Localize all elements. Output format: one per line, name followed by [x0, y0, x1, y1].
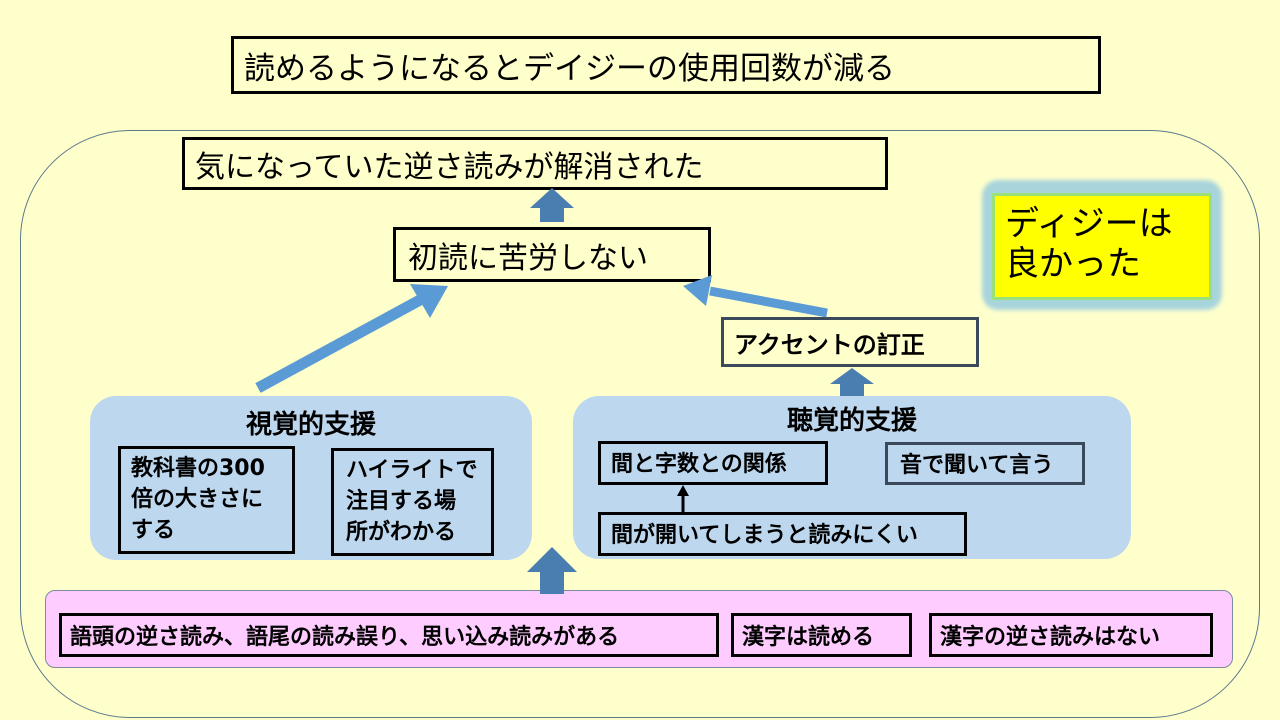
observation-item: 漢字は読める: [731, 613, 912, 657]
accent-correction-text: アクセントの訂正: [734, 330, 925, 359]
slide-title: 読めるようになるとデイジーの使用回数が減る: [231, 36, 1101, 94]
visual-support-item: 教科書の300 倍の大きさに する: [118, 446, 295, 554]
first-read-text: 初読に苦労しない: [408, 240, 648, 276]
auditory-support-item: 間が開いてしまうと読みにくい: [598, 512, 967, 556]
observation-text: 漢字は読める: [742, 625, 875, 650]
first-read-box: 初読に苦労しない: [393, 227, 711, 282]
observation-item: 漢字の逆さ読みはない: [929, 613, 1213, 657]
observation-text: 漢字の逆さ読みはない: [940, 625, 1161, 650]
observation-text: 語頭の逆さ読み、語尾の読み誤り、思い込み読みがある: [70, 625, 620, 650]
outer-frame: [20, 130, 1260, 718]
daisy-note: ディジーは 良かった: [992, 193, 1212, 300]
visual-support-item: ハイライトで 注目する場 所がわかる: [331, 448, 494, 556]
auditory-support-title: 聴覚的支援: [786, 406, 917, 436]
auditory-support-item: 間と字数との関係: [598, 441, 828, 485]
goal-text: 気になっていた逆さ読みが解消された: [195, 149, 704, 185]
goal-box: 気になっていた逆さ読みが解消された: [182, 137, 888, 190]
slide-title-text: 読めるようになるとデイジーの使用回数が減る: [244, 50, 895, 87]
observation-item: 語頭の逆さ読み、語尾の読み誤り、思い込み読みがある: [59, 613, 719, 657]
auditory-support-item: 音で聞いて言う: [885, 442, 1085, 485]
accent-correction-box: アクセントの訂正: [721, 317, 979, 367]
visual-support-title: 視覚的支援: [245, 410, 376, 440]
